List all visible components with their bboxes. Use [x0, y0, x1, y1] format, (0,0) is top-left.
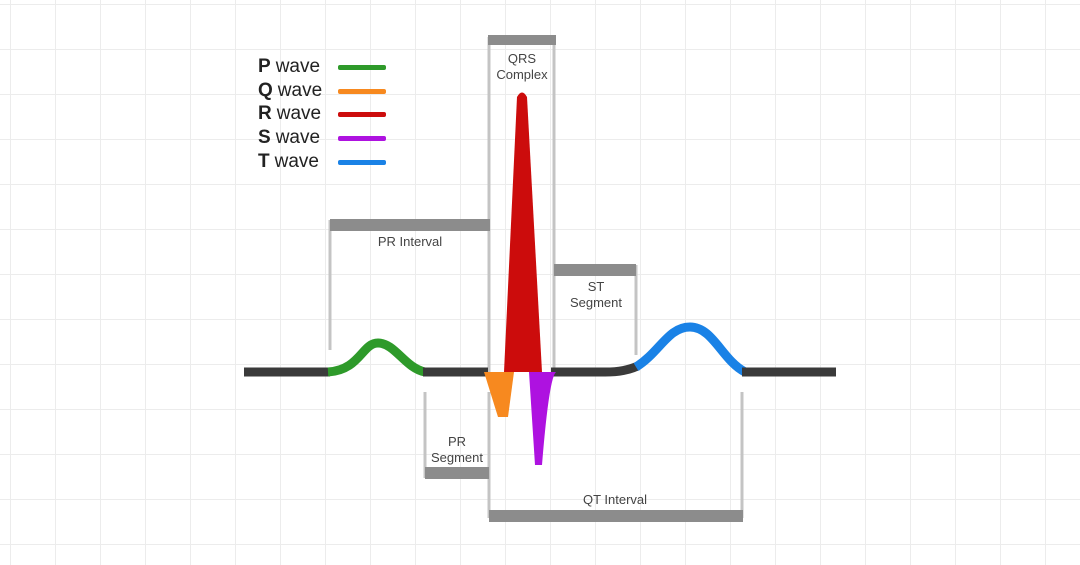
- qrs-shapes: [484, 92, 556, 465]
- legend-item-p-wave: P wave: [258, 56, 386, 78]
- legend-word: wave: [277, 80, 323, 101]
- qrs-complex-bar: [488, 35, 556, 45]
- bracket-lines: [328, 37, 744, 518]
- legend-swatch-s: [338, 136, 386, 141]
- legend-swatch-q: [338, 89, 386, 94]
- legend-item-s-wave: S wave: [258, 127, 386, 149]
- legend-letter: P: [258, 56, 271, 77]
- legend-item-t-wave: T wave: [258, 151, 386, 173]
- legend-word: wave: [274, 151, 319, 172]
- pr-interval-bar: [330, 219, 490, 231]
- ecg-trace: [244, 322, 836, 377]
- legend-word: wave: [275, 56, 321, 77]
- qrs-complex-label: QRS Complex: [496, 51, 548, 82]
- legend-swatch-t: [338, 160, 386, 165]
- p-wave: [327, 338, 427, 377]
- legend-letter: S: [258, 127, 271, 148]
- legend-word: wave: [275, 127, 321, 148]
- legend-letter: R: [258, 103, 272, 124]
- legend-letter: Q: [258, 80, 273, 101]
- legend-swatch-r: [338, 112, 386, 117]
- q-wave: [484, 372, 514, 417]
- pr-segment-bar: [425, 467, 489, 479]
- legend-swatch-p: [338, 65, 386, 70]
- pr-segment-label: PR Segment: [430, 434, 484, 465]
- s-wave: [529, 372, 556, 465]
- t-wave: [633, 322, 748, 376]
- legend-word: wave: [276, 103, 322, 124]
- r-wave: [504, 92, 542, 372]
- legend-letter: T: [258, 151, 270, 172]
- legend-item-q-wave: Q wave: [258, 80, 386, 102]
- qt-interval-bar: [489, 510, 743, 522]
- st-segment-label: ST Segment: [569, 279, 623, 310]
- legend-item-r-wave: R wave: [258, 103, 386, 125]
- st-segment-bar: [554, 264, 636, 276]
- qt-interval-label: QT Interval: [582, 492, 648, 507]
- pr-interval-label: PR Interval: [377, 234, 443, 249]
- baseline-st-segment: [551, 361, 640, 377]
- bracket-bars: [330, 35, 743, 522]
